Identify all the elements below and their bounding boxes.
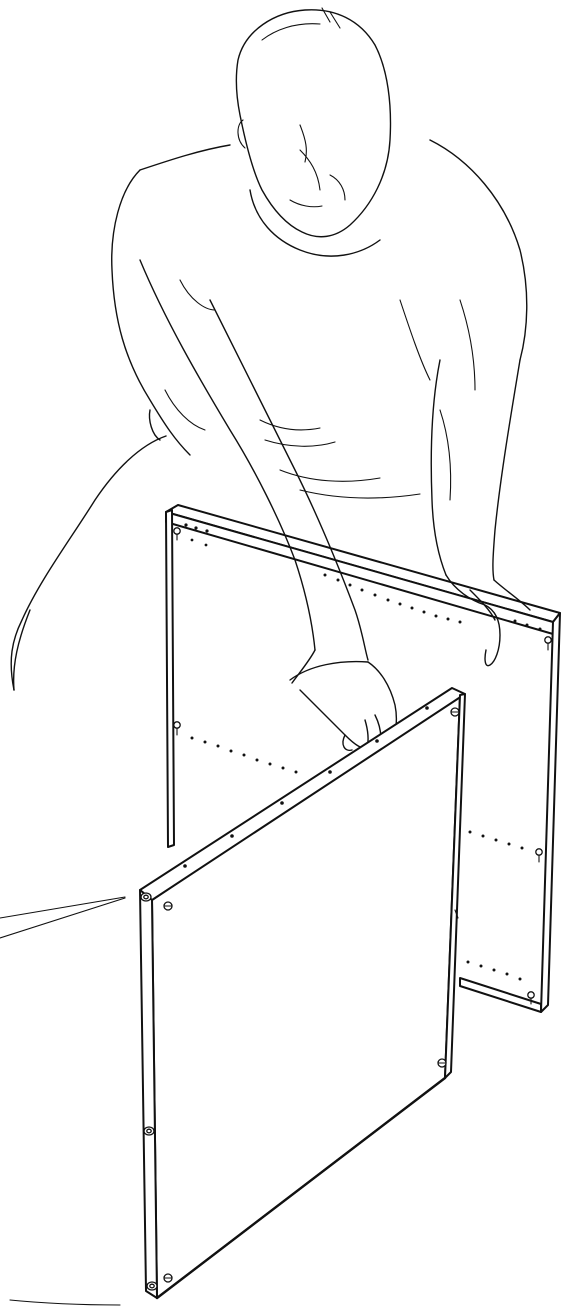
keyhole-mid-left	[174, 722, 180, 735]
keyhole-top-left	[174, 528, 180, 540]
dowel-bottom	[147, 1282, 157, 1290]
cam-fitting-top-right	[451, 708, 459, 716]
keyhole-mid-right	[536, 849, 542, 862]
bottom-partial-outline	[10, 1300, 120, 1305]
person-figure	[11, 8, 530, 751]
dowel-top	[141, 893, 151, 901]
detail-callout-lines	[0, 897, 125, 938]
front-side-panel	[140, 688, 465, 1298]
cam-fitting-bottom-left	[164, 1274, 172, 1282]
cam-fitting-top-left	[164, 902, 172, 910]
dowel-middle	[144, 1127, 154, 1135]
keyhole-top-right	[545, 637, 551, 650]
dot-row-bottom	[467, 961, 522, 981]
head	[236, 8, 390, 237]
cam-fitting-bottom-right	[438, 1059, 446, 1067]
